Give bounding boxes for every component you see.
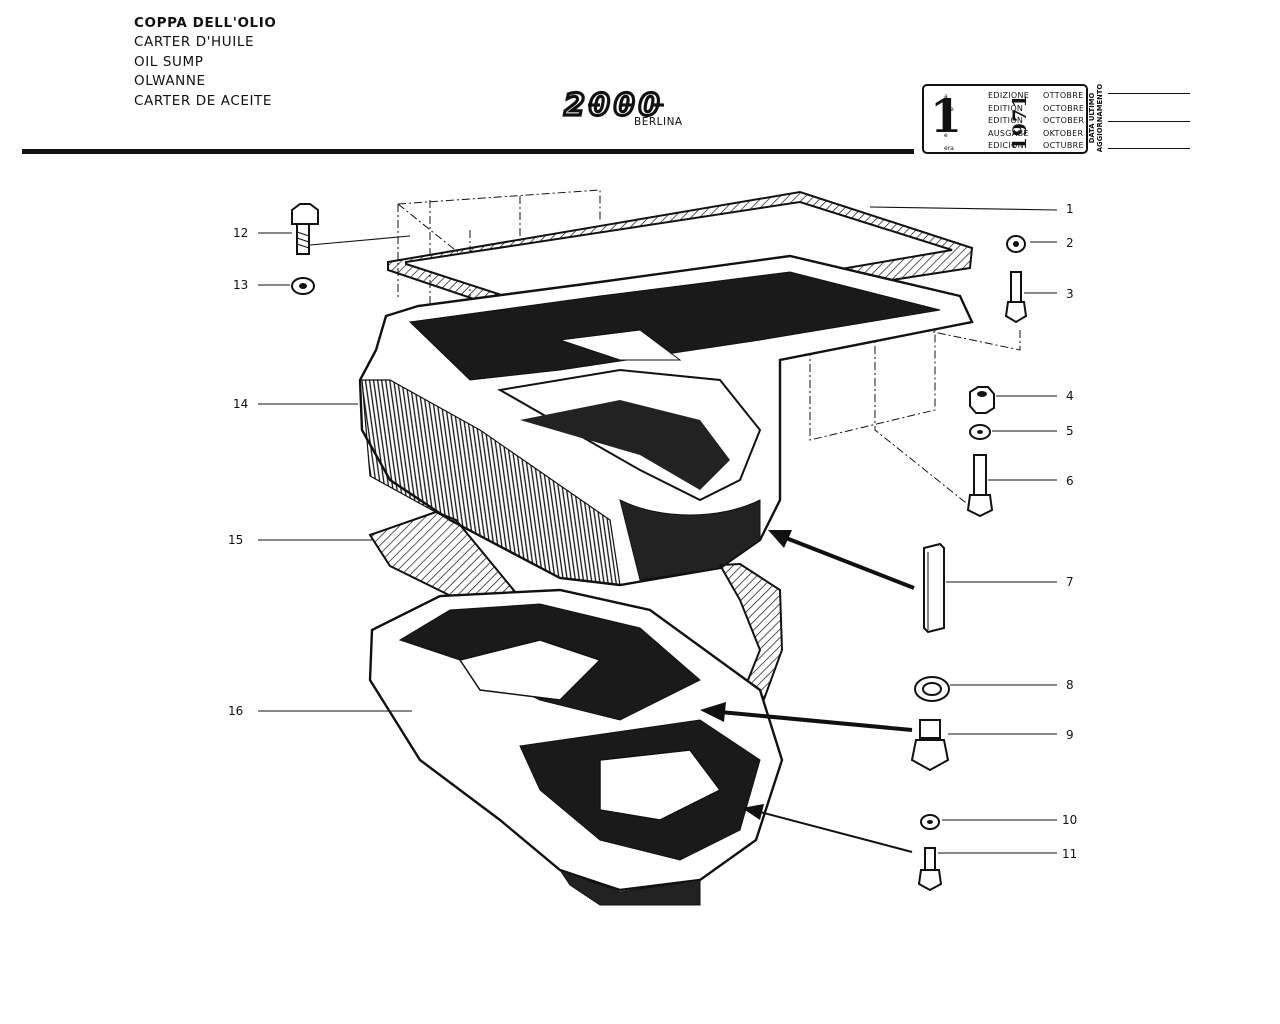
part-10-washer [920,814,940,830]
callout-10: 10 [1062,813,1078,827]
edition-month: OTTOBRE [1043,91,1084,100]
update-line-3 [1108,148,1190,149]
callout-2: 2 [1066,236,1074,250]
edition-suffix: era [944,145,954,152]
model-subtitle: BERLINA [634,116,683,128]
callout-11: 11 [1062,847,1078,861]
callout-8: 8 [1066,678,1074,692]
callout-7: 7 [1066,575,1074,589]
part-5-washer [969,424,991,440]
model-logo-mark: 2000 [562,90,664,120]
edition-month: OKTOBER [1043,128,1084,138]
lower-sump [368,588,784,906]
callout-1: 1 [1066,202,1074,216]
part-11-bolt [917,847,943,892]
edition-suffix: e [944,132,948,139]
edition-suffix: st [944,119,950,126]
edition-months: OTTOBRE OCTOBRE OCTOBER OKTOBER OCTUBRE [1043,90,1084,153]
edition-suffix: a [944,93,948,100]
upper-sump [358,254,974,587]
model-logo-text: 2000 [564,90,664,120]
edition-word: EDITION [988,103,1024,113]
part-2-nut [1006,235,1026,253]
edition-month: OCTOBRE [1043,103,1085,113]
title-french: CARTER D'HUILE [134,34,255,51]
update-line-2 [1108,121,1190,122]
part-7-key [923,542,945,634]
edition-box: 1 a ere st e era EDIZIONE EDITION EDITIO… [922,84,1088,154]
model-logo: 2000 BERLINA [560,90,700,132]
title-block: COPPA DELL'OLIO CARTER D'HUILE OIL SUMP … [134,14,276,111]
edition-word: EDICION [988,141,1024,151]
part-9-drain-plug [910,719,950,772]
edition-suffix: ere [944,106,954,113]
title-german: OLWANNE [134,73,206,90]
part-6-stud [966,454,994,518]
callout-15: 15 [228,533,244,547]
callout-4: 4 [1066,389,1074,403]
edition-month: OCTOBER [1043,116,1085,126]
edition-words: EDIZIONE EDITION EDITION AUSGABE EDICION [988,90,1029,153]
edition-suffixes: a ere st e era [944,90,954,155]
title-english: OIL SUMP [134,53,204,70]
callout-13: 13 [233,278,249,292]
callout-12: 12 [233,226,249,240]
edition-word: EDITION [988,116,1024,126]
edition-number: 1 [930,89,963,143]
edition-word: AUSGABE [988,128,1029,138]
callout-14: 14 [233,397,249,411]
callout-3: 3 [1066,287,1074,301]
callout-9: 9 [1066,728,1074,742]
header-rule [22,149,914,154]
update-line-1 [1108,93,1190,94]
arrows [700,530,915,853]
part-8-washer [914,676,950,702]
edition-month: OCTUBRE [1043,141,1084,151]
part-13-washer [291,277,315,295]
callout-16: 16 [228,704,244,718]
leader-lines [258,206,1058,854]
title-spanish: CARTER DE ACEITE [134,92,273,109]
part-4-nut [969,386,995,414]
part-12-bolt [291,203,319,255]
part-3-bolt [1004,271,1028,324]
callout-6: 6 [1066,474,1074,488]
callout-5: 5 [1066,424,1074,438]
title-italian: COPPA DELL'OLIO [134,15,277,31]
edition-word: EDIZIONE [988,91,1030,100]
